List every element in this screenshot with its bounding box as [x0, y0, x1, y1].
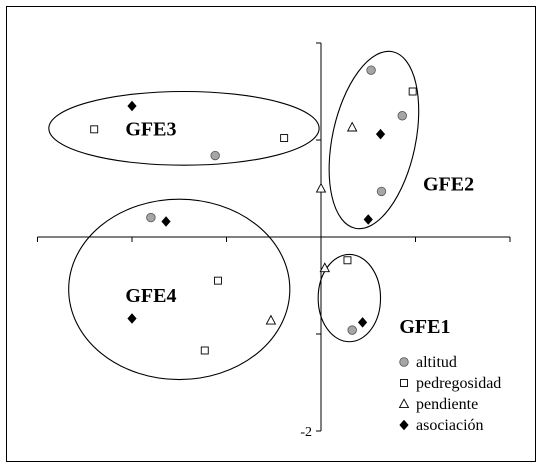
- legend-marker-square: [400, 379, 408, 387]
- point-square: [200, 346, 209, 355]
- point-triangle: [319, 262, 331, 273]
- point-triangle: [315, 182, 327, 193]
- axes: [37, 42, 511, 432]
- y-tick-label: -2: [300, 425, 312, 440]
- legend: altitud pedregosidad pendiente asociación: [398, 354, 501, 434]
- group-ellipse-gfe3: [48, 90, 320, 166]
- point-circle: [210, 150, 220, 161]
- group-ellipse-gfe4: [68, 198, 291, 381]
- legend-marker-triangle: [398, 398, 410, 409]
- legend-label: pedregosidad: [416, 375, 501, 392]
- point-diamond: [161, 216, 171, 227]
- legend-label: pendiente: [416, 396, 478, 413]
- point-diamond: [363, 214, 373, 225]
- point-circle: [146, 212, 156, 223]
- point-circle: [376, 186, 387, 197]
- legend-marker-diamond: [399, 419, 409, 431]
- point-triangle: [265, 314, 277, 325]
- point-square: [214, 276, 222, 285]
- legend-label: asociación: [416, 417, 484, 434]
- point-square: [280, 134, 289, 143]
- point-circle: [397, 111, 407, 121]
- point-diamond: [357, 317, 368, 328]
- group-label-gfe3: GFE3: [125, 118, 176, 140]
- point-square: [408, 87, 417, 96]
- data-points: [90, 65, 417, 355]
- group-ellipse-gfe1: [317, 253, 382, 343]
- group-label-gfe2: GFE2: [423, 174, 474, 196]
- chart-frame: [6, 6, 536, 462]
- group-ellipse-gfe2: [328, 50, 420, 230]
- point-circle: [366, 65, 376, 75]
- legend-label: altitud: [416, 354, 457, 371]
- point-square: [90, 125, 99, 134]
- group-label-gfe4: GFE4: [125, 285, 176, 307]
- point-diamond: [127, 100, 137, 112]
- point-square: [343, 256, 352, 265]
- point-triangle: [346, 121, 358, 132]
- point-circle: [347, 325, 357, 335]
- group-label-gfe1: GFE1: [399, 316, 450, 338]
- point-diamond: [127, 313, 137, 324]
- tick-labels: -2: [300, 425, 312, 440]
- legend-marker-circle: [399, 357, 409, 367]
- point-diamond: [375, 128, 386, 140]
- group-ellipses: [48, 50, 420, 381]
